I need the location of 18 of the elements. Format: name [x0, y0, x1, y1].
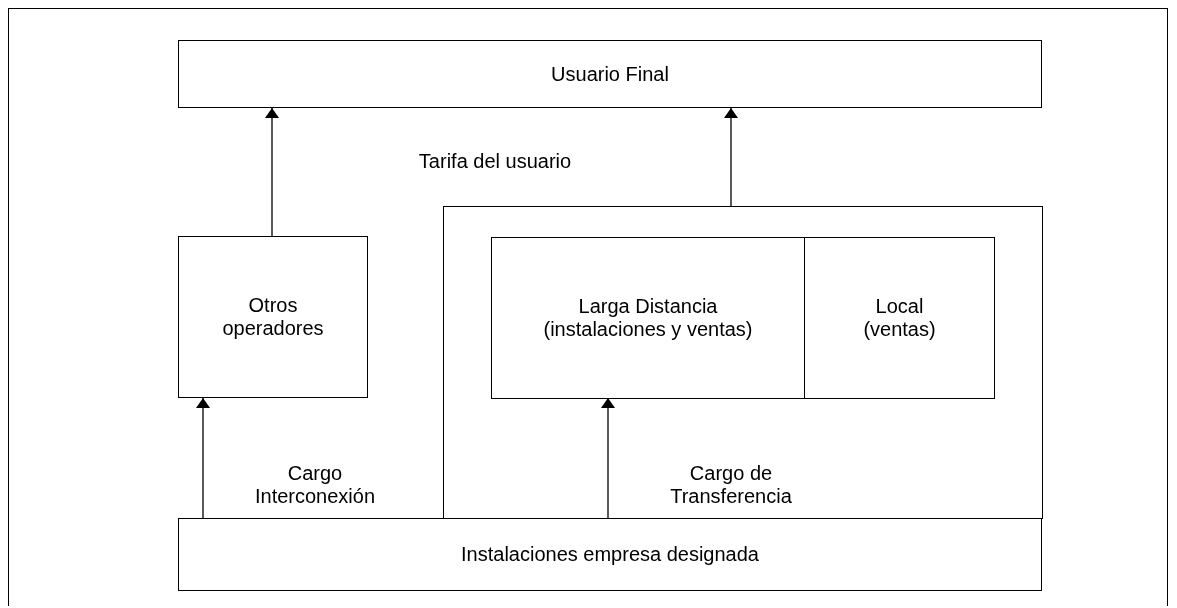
process-box [491, 237, 805, 399]
box-label: Instalaciones empresa designada [461, 543, 759, 566]
box-label: Local (ventas) [862, 295, 937, 341]
arrow [601, 397, 615, 519]
arrow [196, 397, 210, 519]
box-label: Larga Distancia (instalaciones y ventas) [542, 295, 754, 341]
note-label: Cargo Interconexión [253, 462, 377, 508]
box-label: Otros operadores [221, 294, 325, 340]
process-box [178, 40, 1042, 108]
arrow [724, 107, 738, 207]
process-box [178, 518, 1042, 591]
note-label: Cargo de Transferencia [669, 462, 793, 508]
arrow [265, 107, 279, 237]
process-box [804, 237, 995, 399]
process-box [178, 236, 368, 398]
container-box [443, 206, 1043, 519]
note-label: Tarifa del usuario [417, 150, 573, 173]
box-label: Usuario Final [551, 62, 669, 86]
